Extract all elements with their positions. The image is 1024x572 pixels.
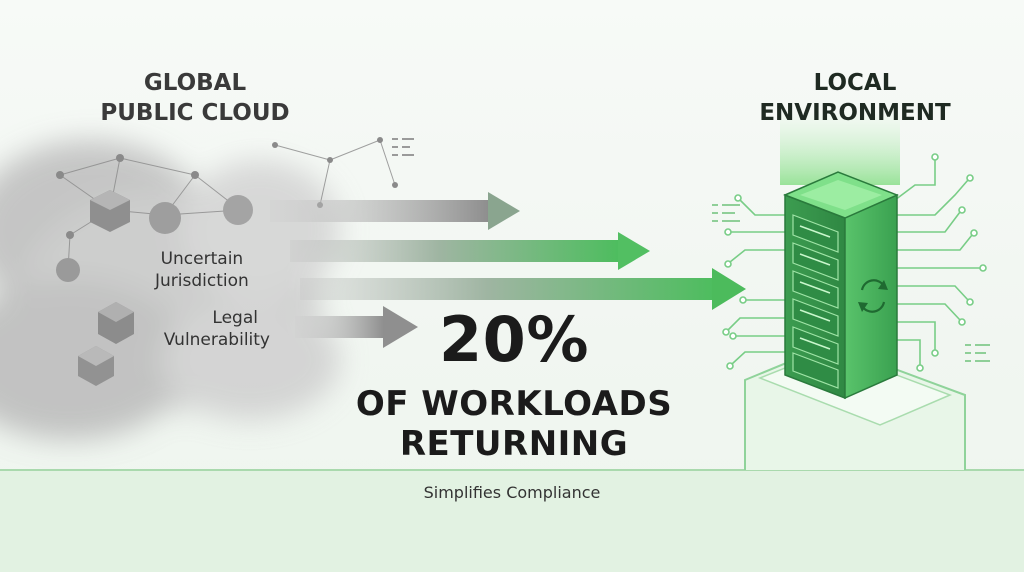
circuit-right bbox=[894, 160, 980, 365]
local-title: LOCAL ENVIRONMENT bbox=[745, 68, 965, 128]
bottom-band bbox=[0, 470, 1024, 572]
cloud-nodes bbox=[56, 137, 398, 239]
risk-line: Legal bbox=[212, 308, 258, 328]
cloud-title-line1: GLOBAL bbox=[143, 70, 247, 96]
circuit-left-nodes bbox=[722, 194, 747, 370]
local-title-line2: ENVIRONMENT bbox=[759, 100, 951, 126]
doc-lines-server-right bbox=[965, 344, 990, 362]
server-bay-lights bbox=[799, 225, 831, 350]
risk-legal-vulnerability: Legal Vulnerability bbox=[160, 307, 270, 351]
circuit-left bbox=[727, 199, 785, 365]
stat-line1: OF WORKLOADS bbox=[355, 384, 673, 424]
arrow-2 bbox=[290, 232, 650, 270]
cloud-title-line2: PUBLIC CLOUD bbox=[100, 100, 290, 126]
arrow-1 bbox=[270, 192, 520, 230]
cloud-fog bbox=[0, 140, 340, 440]
sync-icon bbox=[858, 279, 888, 313]
cloud-cube-3 bbox=[78, 346, 114, 386]
risk-line: Jurisdiction bbox=[155, 271, 249, 291]
cloud-title: GLOBAL PUBLIC CLOUD bbox=[95, 68, 295, 128]
cloud-sphere-1 bbox=[149, 202, 181, 234]
circuit-right-nodes bbox=[916, 153, 987, 372]
arrow-4 bbox=[295, 306, 418, 348]
server-tower bbox=[783, 171, 899, 400]
local-title-line1: LOCAL bbox=[813, 70, 897, 96]
stat-line2: RETURNING bbox=[399, 424, 629, 464]
cloud-cube-1 bbox=[90, 190, 130, 232]
risk-line: Vulnerability bbox=[163, 330, 270, 350]
doc-lines-left bbox=[392, 138, 414, 156]
doc-lines-server-left bbox=[712, 204, 740, 222]
risk-line: Uncertain bbox=[160, 249, 244, 269]
risk-uncertain-jurisdiction: Uncertain Jurisdiction bbox=[155, 248, 249, 292]
footer-caption: Simplifies Compliance bbox=[423, 483, 601, 502]
server-drive-bays bbox=[792, 214, 839, 389]
cloud-cube-2 bbox=[98, 302, 134, 344]
arrow-3 bbox=[300, 268, 746, 310]
stat-value: 20% bbox=[439, 303, 589, 376]
cloud-sphere-3 bbox=[56, 258, 80, 282]
cloud-sphere-2 bbox=[223, 195, 253, 225]
server-side bbox=[844, 193, 898, 400]
